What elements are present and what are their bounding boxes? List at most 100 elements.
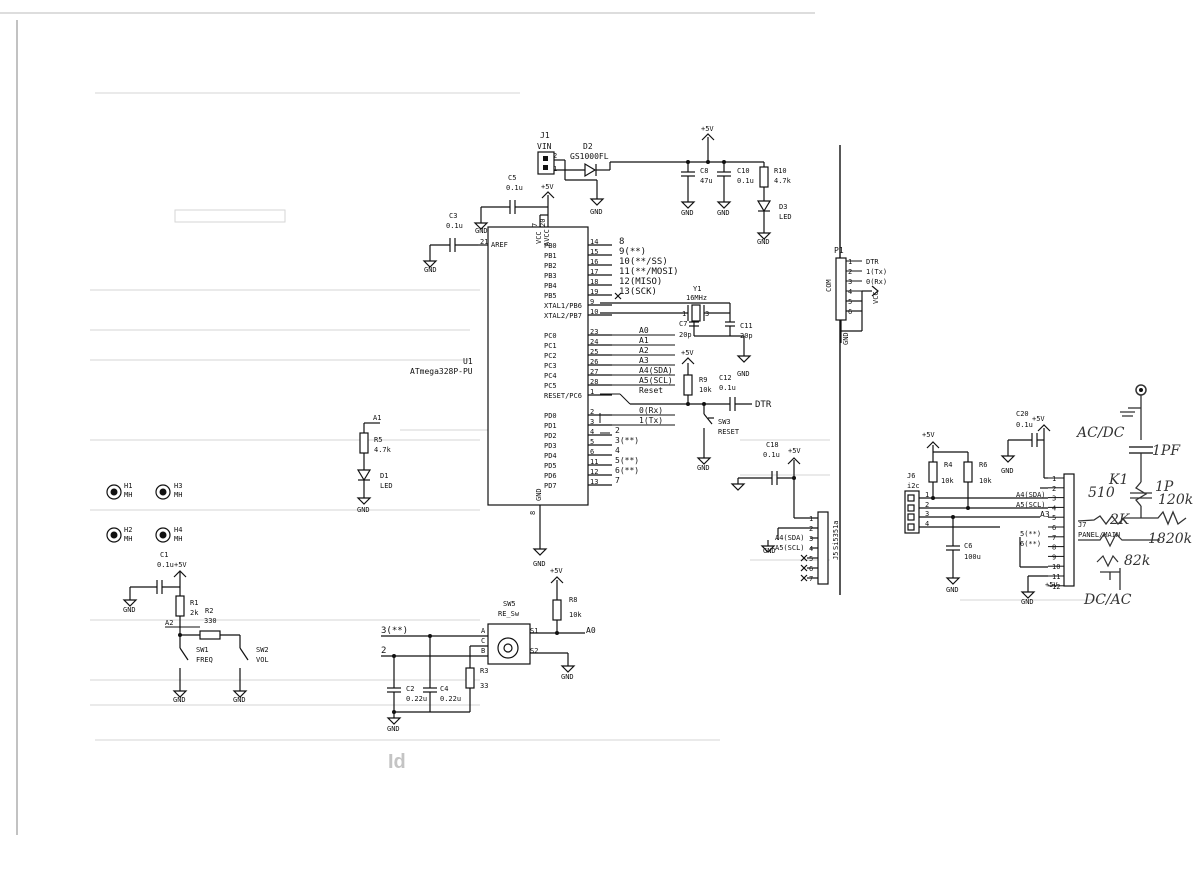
j7-pin: 10 — [1052, 563, 1060, 571]
j7-pin: 1 — [1052, 475, 1056, 483]
mcu-pin-num: 11 — [590, 458, 598, 466]
mcu-pin-label: PB2 — [544, 262, 557, 270]
p1-value: COM — [825, 279, 833, 292]
net-a2: A2 — [165, 619, 173, 627]
gnd-label-r8: GND — [561, 673, 574, 681]
hw-acdc: AC/DC — [1075, 425, 1125, 441]
net-a0: A0 — [586, 626, 596, 635]
mcu-pin-num: 12 — [590, 468, 598, 476]
c11-value: 20p — [740, 332, 753, 340]
r5-ref: R5 — [374, 436, 382, 444]
d3-value: LED — [779, 213, 792, 221]
sw2-ref: SW2 — [256, 646, 269, 654]
mcu-pin-aref: AREF — [491, 241, 508, 249]
mcu-pin-avcc: AVCC — [543, 229, 551, 246]
hw-dcac: DC/AC — [1083, 592, 1132, 608]
net-pd3: 3(**) — [615, 436, 639, 445]
mcu-pin-num: 18 — [590, 278, 598, 286]
net-pb0: 8 — [619, 237, 624, 247]
sw5-pin-s1: S1 — [530, 627, 538, 635]
c4-ref: C4 — [440, 685, 448, 693]
mcu-pin-gnd: GND — [535, 488, 543, 501]
j7-label-scl: A5(SCL) — [1016, 501, 1046, 509]
c3-ref: C3 — [449, 212, 457, 220]
c12-ref: C12 — [719, 374, 732, 382]
bleed-through-text — [90, 92, 1100, 741]
c8-value: 47u — [700, 177, 713, 185]
gnd-label-c8: GND — [681, 209, 694, 217]
gnd-label-c20: GND — [1001, 467, 1014, 475]
vcc-label-r4: +5V — [922, 431, 935, 439]
mounting-holes: H1 MH H3 MH H2 MH H4 MH — [106, 482, 182, 543]
gnd-label-c1: GND — [123, 606, 136, 614]
c18-ref: C18 — [766, 441, 779, 449]
h2-ref: H2 — [124, 526, 132, 534]
c18-value: 0.1u — [763, 451, 780, 459]
j6-pin: 3 — [925, 510, 929, 518]
net-pb1: 9(**) — [619, 247, 646, 257]
mcu-pin-label: RESET/PC6 — [544, 392, 582, 400]
mcu-pin-num: 6 — [590, 448, 594, 456]
j5-pin: 3 — [809, 535, 813, 543]
j1-pin2: 2 — [553, 152, 557, 160]
p1-pin: 1 — [848, 258, 852, 266]
c2-ref: C2 — [406, 685, 414, 693]
mcu-pin-label: PD7 — [544, 482, 557, 490]
j7-pin: 3 — [1052, 495, 1056, 503]
c12-value: 0.1u — [719, 384, 736, 392]
hw-82k: 82k — [1124, 553, 1150, 569]
net-pd4: 4 — [615, 446, 620, 455]
sw1-value: FREQ — [196, 656, 213, 664]
h4-ref: H4 — [174, 526, 182, 534]
j7-pin: 4 — [1052, 504, 1056, 512]
mcu-pin-num: 9 — [590, 298, 594, 306]
d2-diode — [584, 162, 597, 178]
mcu-u1: U1 ATmega328P-PU 21 AREF 7 20 VCC AVCC G… — [410, 214, 675, 568]
j7-value: PANEL/MAIN — [1078, 531, 1120, 539]
y1-value: 16MHz — [686, 294, 707, 302]
mcu-pin-label: XTAL2/PB7 — [544, 312, 582, 320]
mcu-pin-label: PB3 — [544, 272, 557, 280]
d3-ref: D3 — [779, 203, 787, 211]
sw5-ref: SW5 — [503, 600, 516, 608]
c7-ref: C7 — [679, 320, 687, 328]
mcu-pin-num-gnd: 8 — [529, 511, 537, 515]
j6-pin: 2 — [925, 501, 929, 509]
hw-k1: K1 — [1108, 472, 1128, 488]
gnd-label-d3: GND — [757, 238, 770, 246]
sw3-value: RESET — [718, 428, 740, 436]
hw-510: 510 — [1088, 485, 1115, 501]
net-pd0: 0(Rx) — [639, 406, 663, 415]
rotary-encoder-sw5: SW5 RE_Sw A C B S1 S2 3(**) 2 R3 33 C2 0… — [381, 567, 596, 733]
net-pc3: A3 — [639, 356, 649, 365]
r2-ref: R2 — [205, 607, 213, 615]
mcu-pin-num: 14 — [590, 238, 598, 246]
mcu-pin-num: 24 — [590, 338, 598, 346]
p1-gnd-label: GND — [842, 332, 850, 345]
r10-resistor — [759, 166, 769, 188]
j6-pin: 4 — [925, 520, 929, 528]
j7-pin: 2 — [1052, 485, 1056, 493]
r6-value: 10k — [979, 477, 992, 485]
mcu-value: ATmega328P-PU — [410, 367, 473, 376]
net-pd7: 7 — [615, 476, 620, 485]
j6-pin: 1 — [925, 491, 929, 499]
sw5-pin-b: B — [481, 647, 485, 655]
mcu-pin-num: 4 — [590, 428, 594, 436]
j5-no-connects — [800, 554, 818, 582]
gnd-label-xtal: GND — [737, 370, 750, 378]
mcu-pin-label: PC0 — [544, 332, 557, 340]
gnd-label-j7: GND — [1021, 598, 1034, 606]
c6-value: 100u — [964, 553, 981, 561]
hw-1p: 1P — [1155, 479, 1174, 495]
r4-value: 10k — [941, 477, 954, 485]
p1-ref: P1 — [834, 246, 844, 255]
j5-pin: 1 — [809, 515, 813, 523]
mcu-gnd-label: GND — [533, 560, 546, 568]
hw-1pf: 1PF — [1152, 443, 1181, 459]
j6-ref: J6 — [907, 472, 915, 480]
j7-pin: 5 — [1052, 514, 1056, 522]
led-a1: A1 R5 4.7k D1 LED GND — [356, 414, 393, 514]
